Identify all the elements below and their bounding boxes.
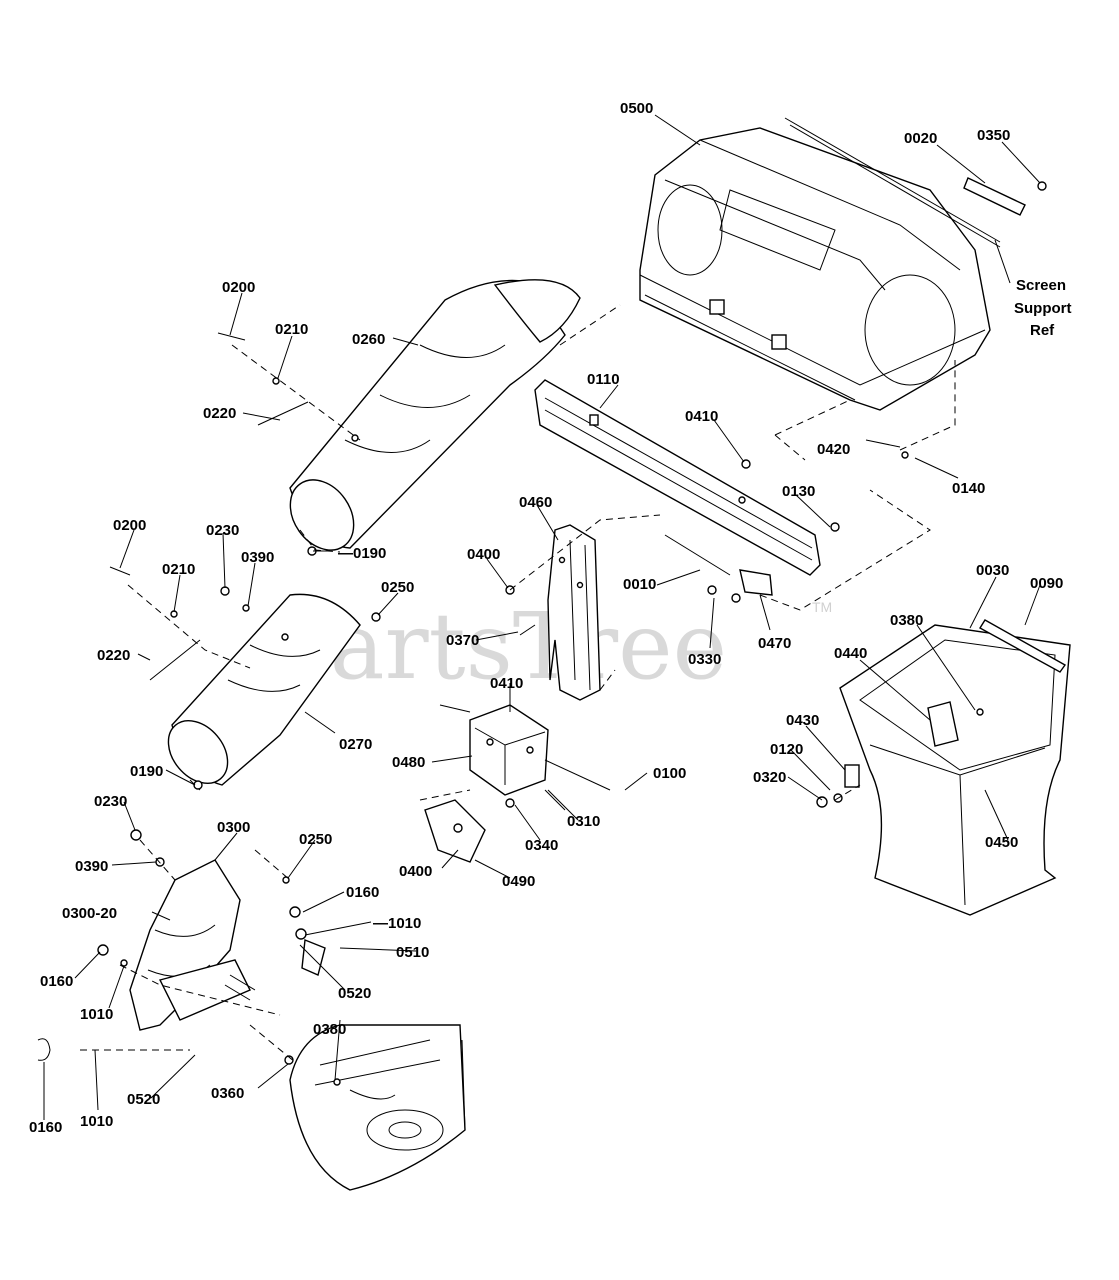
label-0430: 0430: [786, 712, 819, 729]
label-0160-low: 0160: [29, 1119, 62, 1136]
label-0400-low: 0400: [399, 863, 432, 880]
label-0220-mid: 0220: [97, 647, 130, 664]
label-1010-left: 1010: [80, 1006, 113, 1023]
label-0030: 0030: [976, 562, 1009, 579]
label-1010-low: 1010: [80, 1113, 113, 1130]
screen-support-rod: [784, 117, 1047, 248]
label-0020: 0020: [904, 130, 937, 147]
plate-0490: [424, 799, 486, 863]
label-0410-mid: 0410: [490, 675, 523, 692]
label-0340: 0340: [525, 837, 558, 854]
label-0500: 0500: [620, 100, 653, 117]
label-0310: 0310: [567, 813, 600, 830]
chute-tube-0260: [289, 279, 581, 551]
label-0510: 0510: [396, 944, 429, 961]
label-0520-low: 0520: [127, 1091, 160, 1108]
watermark-text: PartsTree: [272, 593, 727, 700]
label-0210-mid: 0210: [162, 561, 195, 578]
label-0390-low: 0390: [75, 858, 108, 875]
label-0230-mid: 0230: [206, 522, 239, 539]
label-screen-line1: Screen: [1016, 277, 1066, 294]
label-0160-left: 0160: [40, 973, 73, 990]
bracket-0480: [469, 704, 549, 796]
label-0270: 0270: [339, 736, 372, 753]
label-screen-line3: Ref: [1030, 322, 1055, 339]
bracket-0460: [547, 524, 601, 701]
label-0100: 0100: [653, 765, 686, 782]
label-1010-upper: —1010: [373, 915, 421, 932]
label-0480: 0480: [392, 754, 425, 771]
label-0260: 0260: [352, 331, 385, 348]
label-0110: 0110: [587, 371, 620, 388]
bag-housing-0500: [639, 127, 991, 411]
label-0330: 0330: [688, 651, 721, 668]
label-0400-mid: 0400: [467, 546, 500, 563]
part-labels: 0500 0020 0350 Screen Support Ref 0200 0…: [29, 100, 1072, 1136]
label-0370: 0370: [446, 632, 479, 649]
label-0190-top: —0190: [338, 545, 386, 562]
label-0120: 0120: [770, 741, 803, 758]
label-0250-low: 0250: [299, 831, 332, 848]
label-0350: 0350: [977, 127, 1010, 144]
label-0300-20: 0300-20: [62, 905, 117, 922]
label-0390-mid: 0390: [241, 549, 274, 566]
label-0300: 0300: [217, 819, 250, 836]
deflector-0300: [129, 859, 256, 1031]
chute-tube-0270: [167, 593, 361, 786]
label-0360: 0360: [211, 1085, 244, 1102]
label-0410-top: 0410: [685, 408, 718, 425]
collection-bag-0030: [839, 619, 1071, 916]
label-0140: 0140: [952, 480, 985, 497]
label-0210-top: 0210: [275, 321, 308, 338]
label-0130: 0130: [782, 483, 815, 500]
label-0200-top: 0200: [222, 279, 255, 296]
label-0190-mid: 0190: [130, 763, 163, 780]
label-0250-mid: 0250: [381, 579, 414, 596]
hardware: [37, 332, 984, 1086]
label-0470: 0470: [758, 635, 791, 652]
label-0460: 0460: [519, 494, 552, 511]
watermark-trademark: TM: [812, 599, 832, 615]
label-0220-top: 0220: [203, 405, 236, 422]
leader-lines: [43, 114, 1041, 1120]
label-0450: 0450: [985, 834, 1018, 851]
label-0380-low: 0380: [313, 1021, 346, 1038]
label-0090: 0090: [1030, 575, 1063, 592]
label-0440: 0440: [834, 645, 867, 662]
label-0160-upper: 0160: [346, 884, 379, 901]
label-0380-right: 0380: [890, 612, 923, 629]
mounting-rail-0110: [534, 379, 821, 576]
label-0420: 0420: [817, 441, 850, 458]
label-0230-low: 0230: [94, 793, 127, 810]
label-0200-mid: 0200: [113, 517, 146, 534]
label-screen-line2: Support: [1014, 300, 1072, 317]
label-0320: 0320: [753, 769, 786, 786]
label-0490: 0490: [502, 873, 535, 890]
watermark: PartsTree TM: [272, 593, 832, 700]
label-0010: 0010: [623, 576, 656, 593]
assembly-lines: [80, 304, 956, 1063]
mower-deck: [289, 1024, 466, 1191]
label-0520-upper: 0520: [338, 985, 371, 1002]
